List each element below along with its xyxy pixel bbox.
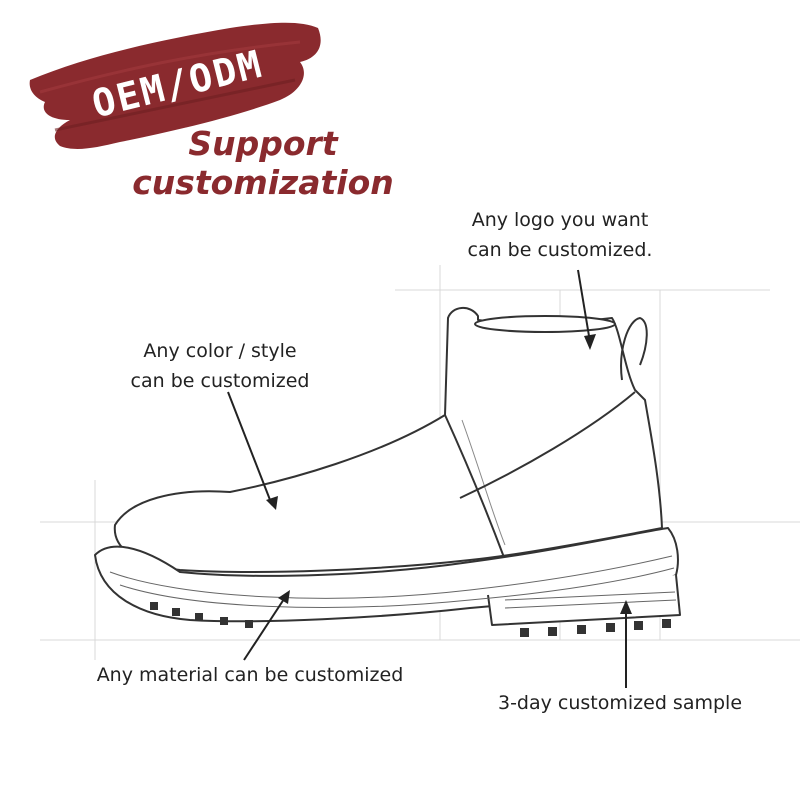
arrow-heads <box>266 334 632 614</box>
logo-callout-line-1: Any logo you want <box>471 209 649 231</box>
color-callout-line-2: can be customized <box>130 370 310 392</box>
material-arrow <box>243 595 287 661</box>
banner-shape <box>29 22 321 149</box>
material-callout: Any material can be customized <box>96 664 404 686</box>
support-customization-heading: Support customization <box>128 124 398 202</box>
logo-customization-callout: Any logo you want can be customized. <box>455 205 665 265</box>
color-style-arrow <box>227 391 273 506</box>
color-callout-line-1: Any color / style <box>143 340 297 362</box>
callout-arrows <box>227 269 627 688</box>
color-style-callout: Any color / style can be customized <box>105 336 335 396</box>
logo-callout-line-2: can be customized. <box>467 239 653 261</box>
tagline-line-1: Support <box>188 124 338 163</box>
sample-callout: 3-day customized sample <box>497 692 743 714</box>
sole-texture <box>109 555 677 609</box>
tagline-line-2: customization <box>132 163 394 202</box>
logo-arrow <box>577 269 591 343</box>
boot-outline <box>94 307 681 626</box>
sole-treads <box>150 602 671 637</box>
